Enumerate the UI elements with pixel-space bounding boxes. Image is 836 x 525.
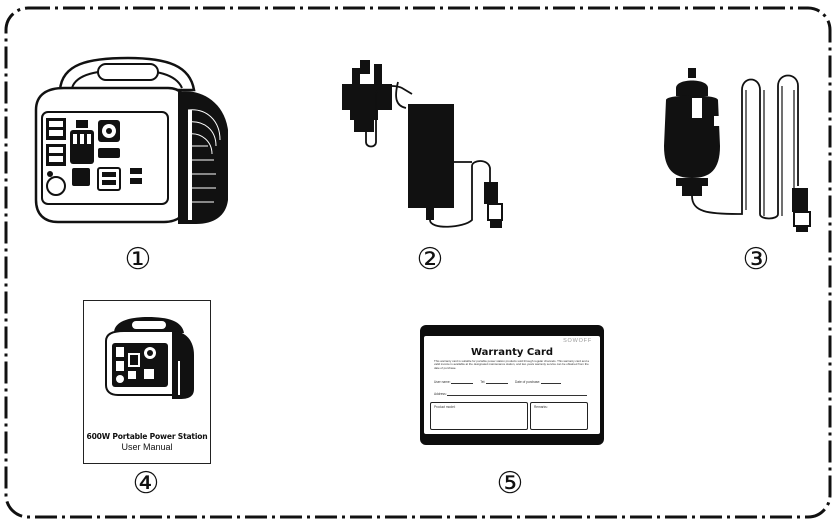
card-date-label: Date of purchase: (515, 380, 541, 384)
power-station-icon (34, 56, 228, 224)
item-3-marker: ③ (742, 242, 770, 277)
item-5-marker: ⑤ (496, 466, 524, 501)
card-title: Warranty Card (470, 347, 554, 358)
item-4-marker: ④ (132, 466, 160, 501)
ac-adapter-icon (342, 60, 503, 228)
card-address-row: Address: (434, 392, 592, 396)
card-address-label: Address: (434, 392, 447, 396)
item-1-marker: ① (124, 242, 152, 277)
manual-subtitle: User Manual (121, 442, 173, 452)
card-product-model-box: Product model: (430, 402, 528, 430)
card-remarks-label: Remarks: (534, 405, 548, 409)
card-body-text: This warranty card is suitable for porta… (434, 359, 589, 370)
car-charger-icon (664, 68, 811, 232)
manual-cover-image (105, 317, 194, 399)
item-2-marker: ② (416, 242, 444, 277)
card-user-label: User name: (434, 380, 451, 384)
warranty-card-icon: SOWOFF Warranty Card This warranty card … (420, 325, 604, 445)
warranty-card-face: SOWOFF Warranty Card This warranty card … (424, 336, 600, 434)
user-manual-icon: 600W Portable Power Station User Manual (83, 300, 211, 464)
card-brand: SOWOFF (563, 338, 592, 344)
card-product-model-label: Product model: (434, 405, 456, 409)
card-user-row: User name: Tel: Date of purchase: (434, 380, 592, 384)
card-tel-label: Tel: (480, 380, 486, 384)
manual-title: 600W Portable Power Station (86, 432, 208, 441)
card-remarks-box: Remarks: (530, 402, 588, 430)
